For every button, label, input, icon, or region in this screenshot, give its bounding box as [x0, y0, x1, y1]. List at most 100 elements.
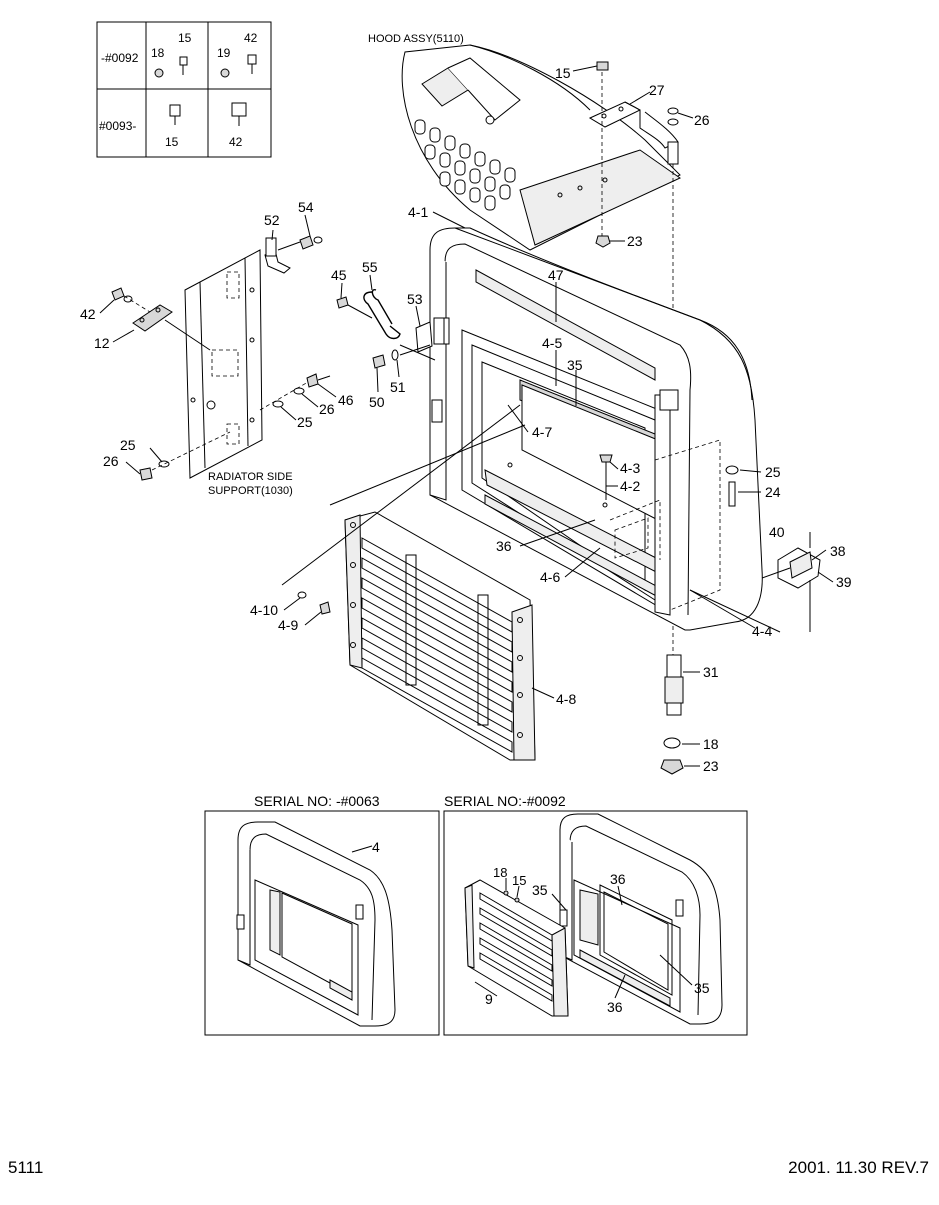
hinge-pin-31: [660, 465, 821, 775]
callout-31: 31: [703, 664, 719, 680]
inset-right-callout-15: 15: [512, 873, 526, 888]
callout-26: 26: [694, 112, 710, 128]
radiator-side-label-2: SUPPORT(1030): [208, 485, 293, 497]
serial-table: -#0092 #0093- 18 15 19 42 15 42: [96, 21, 272, 158]
washer-icon: [391, 349, 399, 361]
washer-icon: [154, 68, 164, 78]
washer-icon: [725, 465, 739, 475]
handle-55: [336, 289, 445, 361]
callout-26-left: 26: [103, 453, 119, 469]
fasteners-left: [139, 344, 431, 481]
table-callout-15: 15: [178, 31, 192, 45]
hood-vent-holes: [414, 119, 516, 211]
callout-52: 52: [264, 212, 280, 228]
inset-left-callout-4: 4: [372, 839, 380, 855]
radiator-side-support: RADIATOR SIDE SUPPORT(1030): [184, 249, 293, 497]
plate-12: [111, 287, 211, 351]
bolt-icon: [336, 296, 349, 309]
callout-45: 45: [331, 267, 347, 283]
radiator-cover-frame: [429, 227, 763, 631]
callout-27: 27: [649, 82, 665, 98]
callout-26-mid: 26: [319, 401, 335, 417]
washer-icon: [297, 591, 307, 599]
callout-51: 51: [390, 379, 406, 395]
callout-4-5: 4-5: [542, 335, 562, 351]
radiator-side-label-1: RADIATOR SIDE: [208, 471, 293, 483]
inset-right-title: SERIAL NO:-#0092: [444, 793, 566, 809]
inset-right-callout-35-right: 35: [694, 980, 710, 996]
callout-25-left: 25: [120, 437, 136, 453]
bolt-icon: [139, 467, 153, 481]
inset-right-callout-36-bottom: 36: [607, 999, 623, 1015]
callout-18: 18: [703, 736, 719, 752]
callout-4-1: 4-1: [408, 204, 428, 220]
callout-36: 36: [496, 538, 512, 554]
callout-38: 38: [830, 543, 846, 559]
callout-53: 53: [407, 291, 423, 307]
callout-39: 39: [836, 574, 852, 590]
callout-24: 24: [765, 484, 781, 500]
nut-icon: [595, 235, 611, 248]
callout-4-4: 4-4: [752, 623, 772, 639]
inset-serial-0063: SERIAL NO: -#0063 4: [204, 793, 440, 1036]
serial-row-1-label: -#0092: [101, 51, 139, 65]
callouts: 15 27 26 23 4-1 47 4-5 35 4-7 4-3 4-2 25…: [80, 65, 852, 774]
seal-strip-47: [475, 269, 656, 381]
inset-right-callout-36-top: 36: [610, 871, 626, 887]
leader-lines: [99, 65, 834, 767]
bolt-icon: [111, 287, 125, 301]
table-callout-18: 18: [151, 46, 165, 60]
bolt-icon: [372, 354, 386, 369]
callout-42: 42: [80, 306, 96, 322]
table-callout-42b: 42: [229, 135, 243, 149]
callout-40: 40: [769, 524, 785, 540]
washer-icon: [272, 400, 284, 408]
table-callout-42: 42: [244, 31, 258, 45]
callout-55: 55: [362, 259, 378, 275]
callout-4-9: 4-9: [278, 617, 298, 633]
washer-icon: [293, 387, 305, 395]
front-grille-4-8: [281, 404, 536, 761]
hood-assy-label: HOOD ASSY(5110): [368, 33, 464, 45]
washer-icon: [667, 107, 679, 115]
table-callout-19: 19: [217, 46, 231, 60]
bolt-icon: [306, 373, 319, 388]
callout-25-right: 25: [765, 464, 781, 480]
callout-23: 23: [627, 233, 643, 249]
callout-4-3: 4-3: [620, 460, 640, 476]
callout-47: 47: [548, 267, 564, 283]
callout-50: 50: [369, 394, 385, 410]
inset-serial-0092: SERIAL NO:-#0092 18 15 35 36: [443, 793, 748, 1036]
callout-4-7: 4-7: [532, 424, 552, 440]
grille-louvers: [361, 537, 513, 753]
callout-12: 12: [94, 335, 110, 351]
page-number: 5111: [8, 1158, 44, 1177]
callout-4-10: 4-10: [250, 602, 278, 618]
revision-stamp: 2001. 11.30 REV.7: [788, 1158, 929, 1177]
bolt-icon: [299, 235, 314, 250]
inset-right-callout-18: 18: [493, 865, 507, 880]
nut-icon: [660, 759, 684, 775]
callout-4-8: 4-8: [556, 691, 576, 707]
callout-23-bottom: 23: [703, 758, 719, 774]
flange-bolt-icon: [169, 104, 181, 125]
callout-15: 15: [555, 65, 571, 81]
callout-54: 54: [298, 199, 314, 215]
inset-right-callout-35-left: 35: [532, 882, 548, 898]
inset-right-callout-9: 9: [485, 991, 493, 1007]
callout-4-2: 4-2: [620, 478, 640, 494]
callout-35: 35: [567, 357, 583, 373]
washer-icon: [667, 118, 679, 126]
bolt-icon: [319, 601, 331, 615]
bracket-52: [264, 235, 323, 274]
flange-bolt-icon: [231, 102, 247, 126]
serial-row-2-label: #0093-: [99, 119, 136, 133]
table-callout-15b: 15: [165, 135, 179, 149]
inset-left-title: SERIAL NO: -#0063: [254, 793, 380, 809]
callout-4-6: 4-6: [540, 569, 560, 585]
washer-icon: [663, 737, 681, 749]
bolt-icon: [247, 54, 257, 74]
callout-25-mid: 25: [297, 414, 313, 430]
